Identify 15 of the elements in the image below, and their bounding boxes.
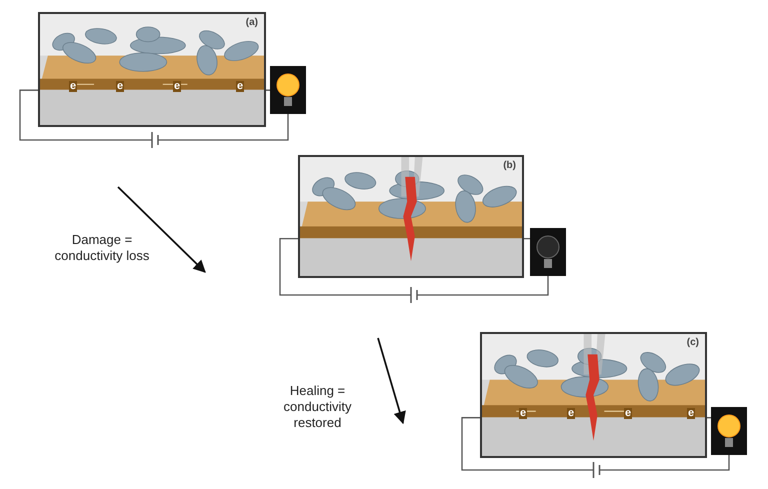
panel-label: (a) [246, 17, 258, 28]
electron-label: e [173, 81, 182, 92]
electron-label: e [236, 81, 244, 92]
electron-label: e [116, 81, 124, 92]
electron-label: e [624, 408, 632, 419]
arrow [377, 338, 406, 424]
panel-label: (b) [503, 160, 516, 171]
electron-label: e [567, 408, 576, 419]
edge-label: Damage = conductivity loss [54, 232, 150, 264]
electron-label: e [519, 408, 528, 419]
electron-label: e [69, 81, 78, 92]
edge-label: Healing = conductivity restored [282, 382, 352, 430]
electron-label: e [687, 408, 696, 419]
arrow [117, 186, 206, 273]
panel-label: (c) [686, 337, 699, 348]
